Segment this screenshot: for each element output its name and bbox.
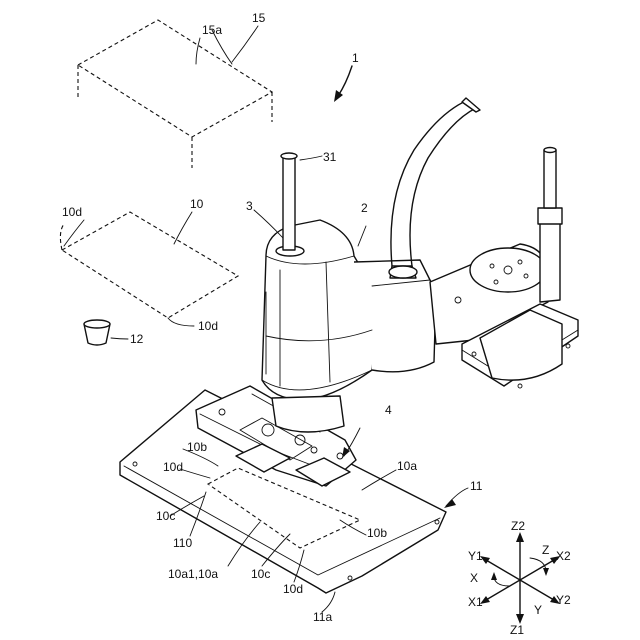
label-4: 4 [385,403,392,417]
dashed-workpiece-10 [60,212,238,326]
label-10c-bottom: 10c [251,567,270,581]
leader-arrow-11 [444,499,456,508]
robot-arm-base [430,148,578,389]
label-2: 2 [361,201,368,215]
label-11a: 11a [313,610,332,624]
label-10d-mid: 10d [198,319,218,333]
label-10a-right: 10a [397,459,417,473]
label-10d-left: 10d [163,460,183,474]
label-1: 1 [352,51,359,65]
coordinate-axes: Z2 Z Y1 X2 X X1 Y2 Y Z1 [468,519,571,637]
label-10b-right: 10b [367,526,387,540]
label-10a1: 10a1,10a [168,567,218,581]
label-12: 12 [130,332,144,346]
leader-arrow-1 [334,66,352,102]
axis-label-y1: Y1 [468,549,483,563]
label-10d-top: 10d [62,205,82,219]
axis-label-z: Z [542,543,549,557]
axis-label-y: Y [534,603,542,617]
label-10d-bottom: 10d [283,582,303,596]
axis-label-x: X [470,571,478,585]
dashed-cover-15 [78,20,272,168]
axis-label-x1: X1 [468,595,483,609]
axis-label-x2: X2 [556,549,571,563]
axis-label-y2: Y2 [556,593,571,607]
label-3: 3 [246,199,253,213]
label-31: 31 [323,150,337,164]
label-10: 10 [190,197,204,211]
label-15: 15 [252,11,266,25]
label-110: 110 [173,536,192,550]
cup-12 [84,320,128,345]
axis-label-z2: Z2 [511,519,525,533]
axis-label-z1: Z1 [510,623,524,637]
label-11: 11 [470,479,483,493]
cable [389,98,480,278]
label-10c-left: 10c [156,509,175,523]
label-15a: 15a [202,23,222,37]
